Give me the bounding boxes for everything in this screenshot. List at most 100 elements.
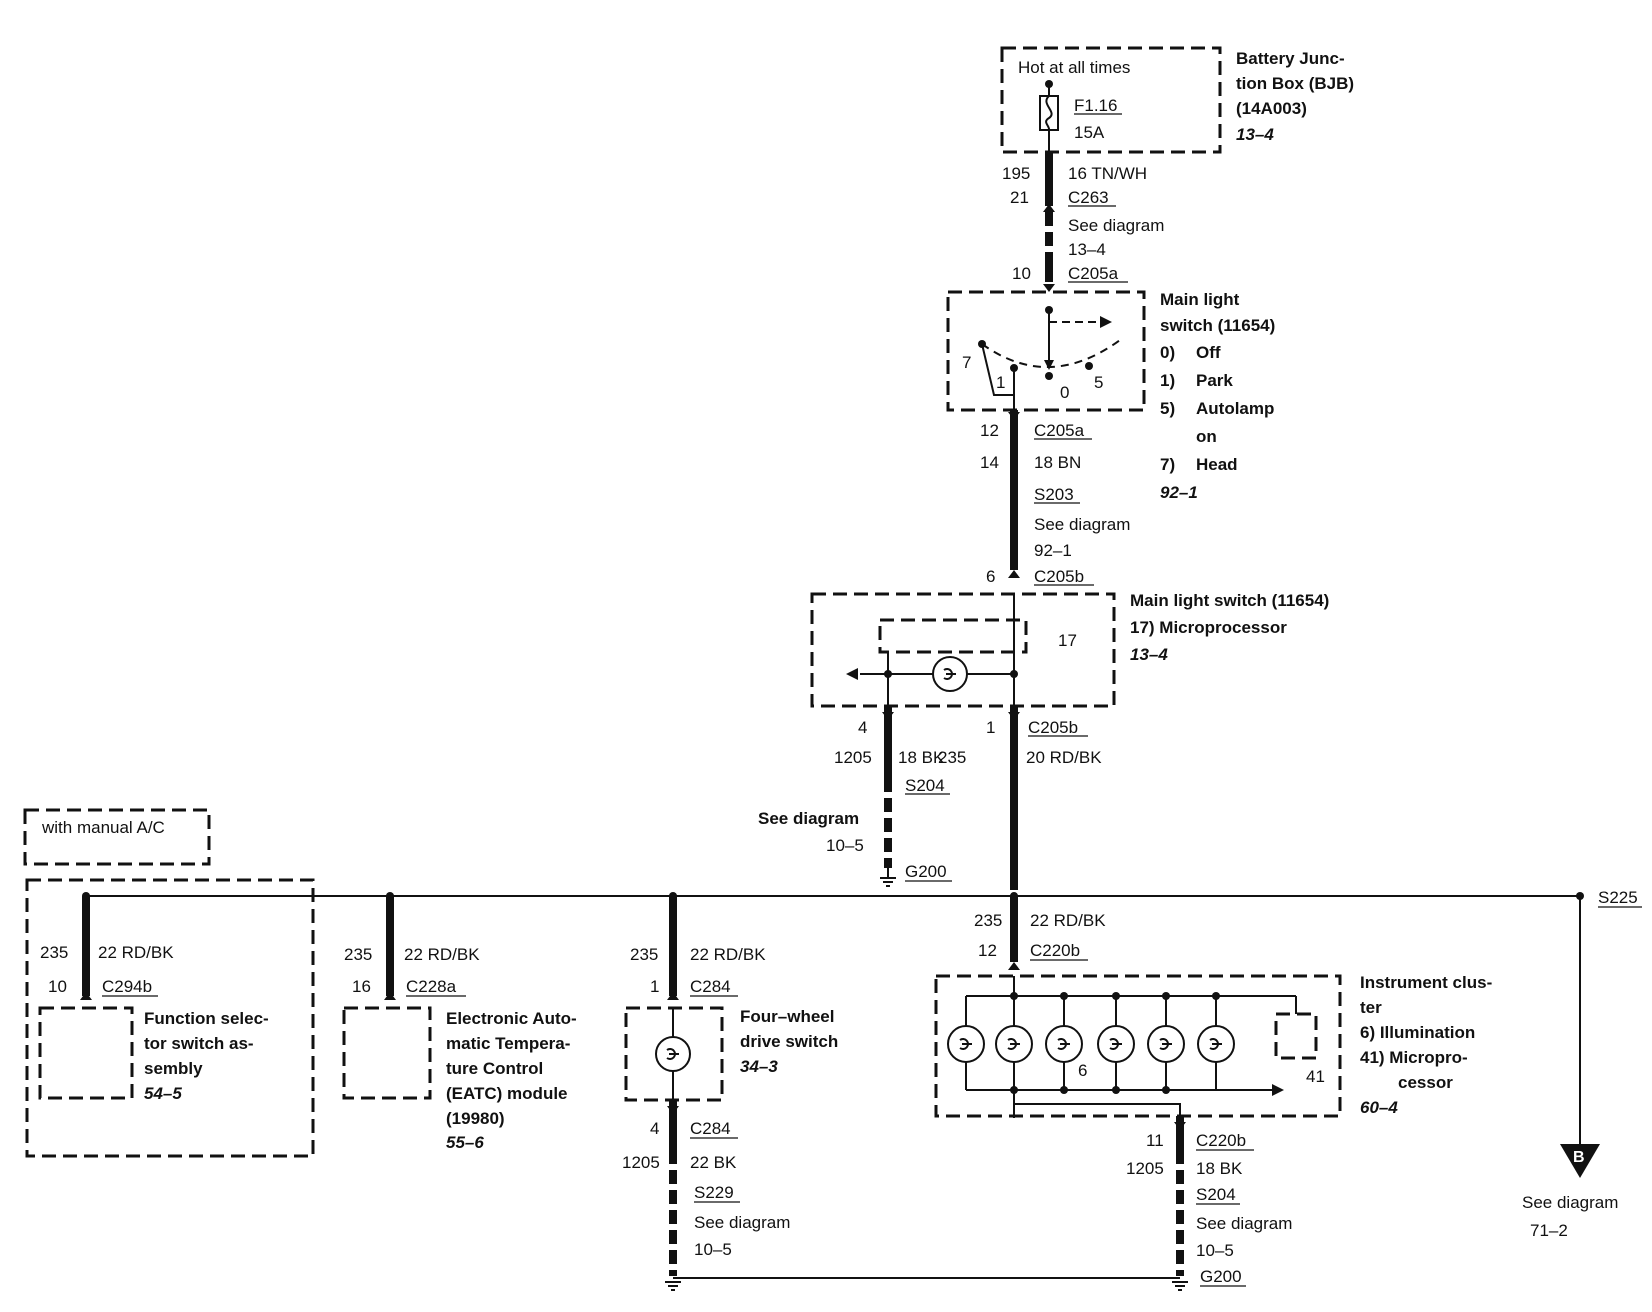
fss-circuit: 235 bbox=[40, 943, 68, 962]
fwd-circuit: 235 bbox=[630, 945, 658, 964]
right-gauge: 20 RD/BK bbox=[1026, 748, 1102, 767]
fss-pin: 10 bbox=[48, 977, 67, 996]
eatc-gauge: 22 RD/BK bbox=[404, 945, 480, 964]
connector-arrow-icon bbox=[1008, 570, 1020, 578]
cluster-label-6: 6 bbox=[1078, 1061, 1087, 1080]
left-pin: 4 bbox=[858, 718, 867, 737]
microprocessor-block bbox=[1274, 1012, 1318, 1060]
wire-mid: 12 C205a 14 18 BN S203 See diagram 92–1 … bbox=[980, 368, 1130, 586]
four-wheel-drive-switch: 235 22 RD/BK 1 C284 Four–wheel drive swi… bbox=[622, 896, 838, 1291]
fwd-splice: S229 bbox=[694, 1183, 734, 1202]
eatc-name-2: matic Tempera- bbox=[446, 1034, 570, 1053]
fwd-name-1: Four–wheel bbox=[740, 1007, 834, 1026]
option-1-label: Park bbox=[1196, 371, 1233, 390]
micro-title-2: 17) Microprocessor bbox=[1130, 618, 1287, 637]
cluster-circuit: 235 bbox=[974, 911, 1002, 930]
microprocessor-box: 17 Main light switch (11654) 17) Micropr… bbox=[810, 591, 1329, 708]
fss-name-3: sembly bbox=[144, 1059, 203, 1078]
s204-splice: S204 bbox=[905, 776, 945, 795]
fwd-see-ref: 10–5 bbox=[694, 1240, 732, 1259]
offpage-letter: B bbox=[1573, 1149, 1585, 1166]
option-5-label-2: on bbox=[1196, 427, 1217, 446]
ground-icon bbox=[1172, 1281, 1188, 1291]
ground-icon bbox=[665, 1281, 681, 1291]
fss-connector: C294b bbox=[102, 977, 152, 996]
bjb-part: (14A003) bbox=[1236, 99, 1307, 118]
fwd-circuit2: 1205 bbox=[622, 1153, 660, 1172]
s225-splice: S225 bbox=[1598, 888, 1638, 907]
fwd-pin: 1 bbox=[650, 977, 659, 996]
cluster-opt-6: 6) Illumination bbox=[1360, 1023, 1475, 1042]
fss-ref: 54–5 bbox=[144, 1084, 182, 1103]
fwd-see: See diagram bbox=[694, 1213, 790, 1232]
cluster-see-ref: 10–5 bbox=[1196, 1241, 1234, 1260]
bus-235: S225 bbox=[82, 888, 1642, 908]
wire-mid-pin2: 6 bbox=[986, 567, 995, 586]
cluster-opt-41a: 41) Micropro- bbox=[1360, 1048, 1468, 1067]
cluster-label-41: 41 bbox=[1306, 1067, 1325, 1086]
ground-icon bbox=[880, 868, 896, 887]
cluster-opt-41b: cessor bbox=[1398, 1073, 1453, 1092]
switch-pos-1: 1 bbox=[996, 373, 1005, 392]
eatc-circuit: 235 bbox=[344, 945, 372, 964]
fwd-name-2: drive switch bbox=[740, 1032, 838, 1051]
cluster-pin2: 11 bbox=[1146, 1131, 1164, 1150]
eatc-name-3: ture Control bbox=[446, 1059, 543, 1078]
wire-top-circuit: 195 bbox=[1002, 164, 1030, 183]
main-switch-title-1: Main light bbox=[1160, 290, 1240, 309]
wire-mid-see-ref: 92–1 bbox=[1034, 541, 1072, 560]
bjb-hot-label: Hot at all times bbox=[1018, 58, 1130, 77]
fwd-connector: C284 bbox=[690, 977, 731, 996]
connector-arrow-icon bbox=[882, 712, 894, 720]
option-0-num: 0) bbox=[1160, 343, 1175, 362]
s204-see-ref: 10–5 bbox=[826, 836, 864, 855]
instrument-cluster: 6 41 235 22 RD/BK 12 C220b Instrument cl… bbox=[934, 896, 1492, 1291]
wire-mid-connector: C205a bbox=[1034, 421, 1085, 440]
fwd-gauge2: 22 BK bbox=[690, 1153, 737, 1172]
option-5-num: 5) bbox=[1160, 399, 1175, 418]
main-switch-ref: 92–1 bbox=[1160, 483, 1198, 502]
wire-mid-pin: 12 bbox=[980, 421, 999, 440]
manual-ac-label: with manual A/C bbox=[41, 818, 165, 837]
battery-junction-box: Hot at all times F1.16 15A Battery Junc-… bbox=[1000, 46, 1354, 154]
cluster-gauge: 22 RD/BK bbox=[1030, 911, 1106, 930]
switch-direction-arrow-icon bbox=[1100, 316, 1112, 328]
eatc-name-1: Electronic Auto- bbox=[446, 1009, 577, 1028]
fuse-rating: 15A bbox=[1074, 123, 1105, 142]
lamp-icon bbox=[1197, 1025, 1235, 1063]
eatc-pin: 16 bbox=[352, 977, 371, 996]
offpage-triangle-icon bbox=[1560, 1144, 1600, 1178]
fss-name-2: tor switch as- bbox=[144, 1034, 254, 1053]
eatc-ref: 55–6 bbox=[446, 1133, 484, 1152]
lamp-icon bbox=[1147, 1025, 1185, 1063]
connector-arrow-icon bbox=[667, 1106, 679, 1114]
manual-ac-group: with manual A/C bbox=[23, 808, 315, 1158]
option-1-num: 1) bbox=[1160, 371, 1175, 390]
wire-below-micro: 4 1 C205b 1205 18 BK 235 20 RD/BK S204 S… bbox=[758, 706, 1102, 890]
lamp-icon bbox=[995, 1025, 1033, 1063]
cluster-splice: S204 bbox=[1196, 1185, 1236, 1204]
lamp-icon bbox=[947, 1025, 985, 1063]
bjb-title-1: Battery Junc- bbox=[1236, 49, 1345, 68]
switch-pos-0: 0 bbox=[1060, 383, 1069, 402]
lamp-icon bbox=[1097, 1025, 1135, 1063]
fuse-icon bbox=[1039, 95, 1059, 131]
connector-arrow-icon bbox=[1174, 1122, 1186, 1130]
cluster-circuit2: 1205 bbox=[1126, 1159, 1164, 1178]
left-circuit: 1205 bbox=[834, 748, 872, 767]
cluster-name-1: Instrument clus- bbox=[1360, 973, 1492, 992]
option-0-label: Off bbox=[1196, 343, 1221, 362]
connector-arrow-icon bbox=[667, 992, 679, 1000]
fwd-gauge: 22 RD/BK bbox=[690, 945, 766, 964]
output-arrow-icon bbox=[846, 668, 858, 680]
bjb-title-2: tion Box (BJB) bbox=[1236, 74, 1354, 93]
cluster-connector: C220b bbox=[1030, 941, 1080, 960]
wire-top: 195 21 16 TN/WH C263 See diagram 13–4 10… bbox=[1002, 130, 1164, 292]
offpage-see-ref: 71–2 bbox=[1530, 1221, 1568, 1240]
option-7-num: 7) bbox=[1160, 455, 1175, 474]
wire-mid-connector2: C205b bbox=[1034, 567, 1084, 586]
function-selector-switch: 235 22 RD/BK 10 C294b Function selec- to… bbox=[38, 896, 269, 1103]
wire-mid-see: See diagram bbox=[1034, 515, 1130, 534]
option-5-label: Autolamp bbox=[1196, 399, 1274, 418]
wire-mid-gauge: 18 BN bbox=[1034, 453, 1081, 472]
